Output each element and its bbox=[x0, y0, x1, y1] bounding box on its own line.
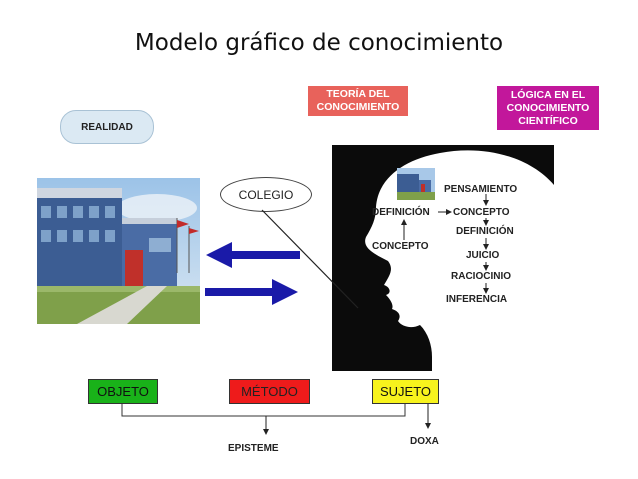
head-silhouette-panel bbox=[332, 145, 554, 371]
pensamiento-label: PENSAMIENTO bbox=[444, 184, 518, 195]
sujeto-box: SUJETO bbox=[372, 379, 439, 404]
concepto-right-label: CONCEPTO bbox=[453, 207, 510, 218]
definicion-right-label: DEFINICIÓN bbox=[456, 226, 514, 237]
metodo-box: MÉTODO bbox=[229, 379, 310, 404]
building-thumbnail bbox=[397, 168, 435, 200]
definicion-left-label: DEFINICIÓN bbox=[372, 207, 430, 218]
inferencia-label: INFERENCIA bbox=[446, 294, 508, 305]
juicio-label: JUICIO bbox=[466, 250, 500, 261]
logica-conocimiento-cientifico-box: LÓGICA EN EL CONOCIMIENTO CIENTÍFICO bbox=[497, 86, 599, 130]
realidad-box: REALIDAD bbox=[60, 110, 154, 144]
objeto-box: OBJETO bbox=[88, 379, 158, 404]
concepto-left-label: CONCEPTO bbox=[372, 241, 429, 252]
raciocinio-label: RACIOCINIO bbox=[451, 271, 511, 282]
doxa-label: DOXA bbox=[410, 436, 439, 447]
page-title: Modelo gráfico de conocimiento bbox=[134, 30, 504, 56]
right-arrow-icon bbox=[205, 279, 298, 305]
teoria-del-conocimiento-box: TEORÍA DEL CONOCIMIENTO bbox=[308, 86, 408, 116]
episteme-label: EPISTEME bbox=[228, 443, 279, 454]
left-arrow-icon bbox=[206, 242, 300, 268]
building-photo bbox=[37, 178, 200, 324]
colegio-ellipse: COLEGIO bbox=[220, 177, 312, 212]
